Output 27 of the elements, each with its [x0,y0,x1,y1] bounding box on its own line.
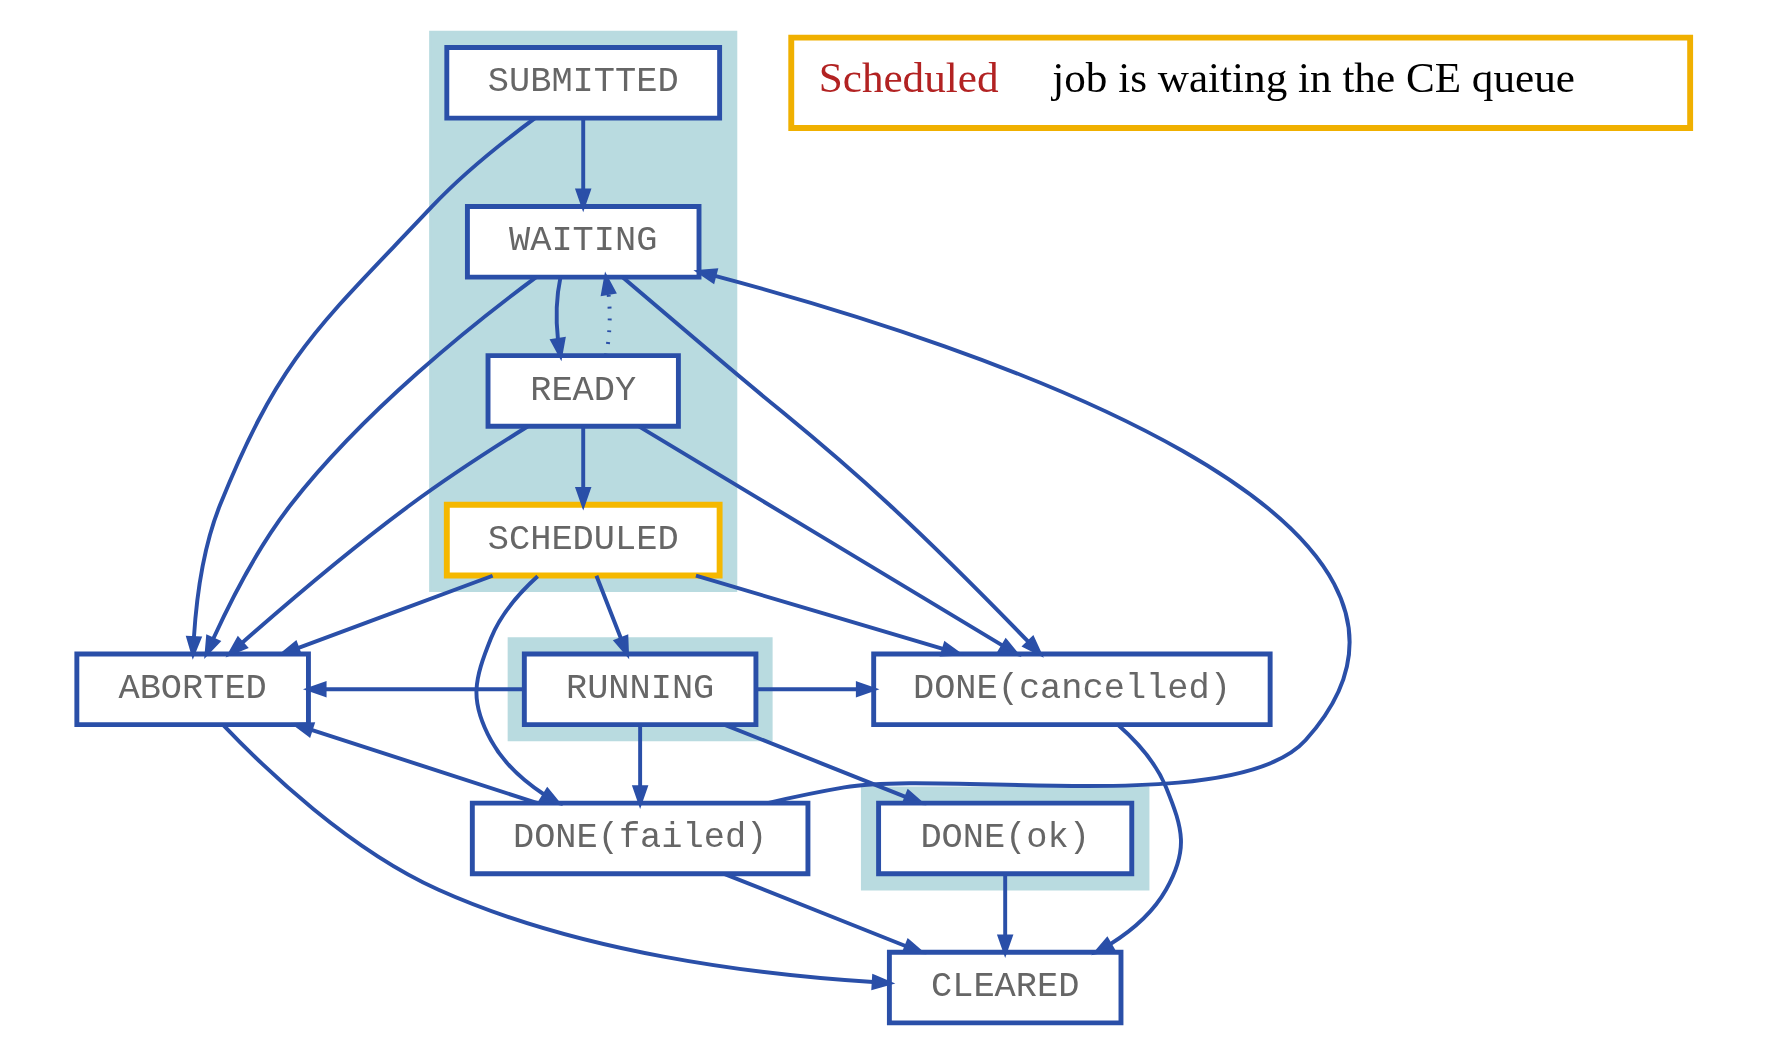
arrow [574,118,592,213]
arrow [996,874,1014,959]
arrow [600,271,617,356]
arrow [631,724,649,809]
arrow [638,425,1022,657]
cluster [507,637,773,742]
arrow [756,681,880,698]
arrow [621,276,1044,658]
node-box: DONE(cancelled) [871,651,1273,728]
cluster [429,30,738,593]
node-box: SCHEDULED [443,501,723,579]
node-box: WAITING [464,204,702,280]
arrow [474,574,563,807]
node-box: READY [485,353,681,429]
node-box: ABORTED [74,651,311,728]
arrow [549,277,566,362]
arrow [574,426,592,511]
node-box: DONE(ok) [876,800,1135,877]
node-box: CLEARED [886,949,1124,1026]
arrow [302,681,525,698]
node-box: DONE(failed) [469,800,811,877]
node-box: SUBMITTED [444,45,723,121]
arrow [693,268,1350,805]
arrow [594,575,630,660]
node-box: Scheduled job is waiting in the CE queue [788,34,1694,131]
node-box: RUNNING [521,651,759,728]
arrow [221,723,896,991]
